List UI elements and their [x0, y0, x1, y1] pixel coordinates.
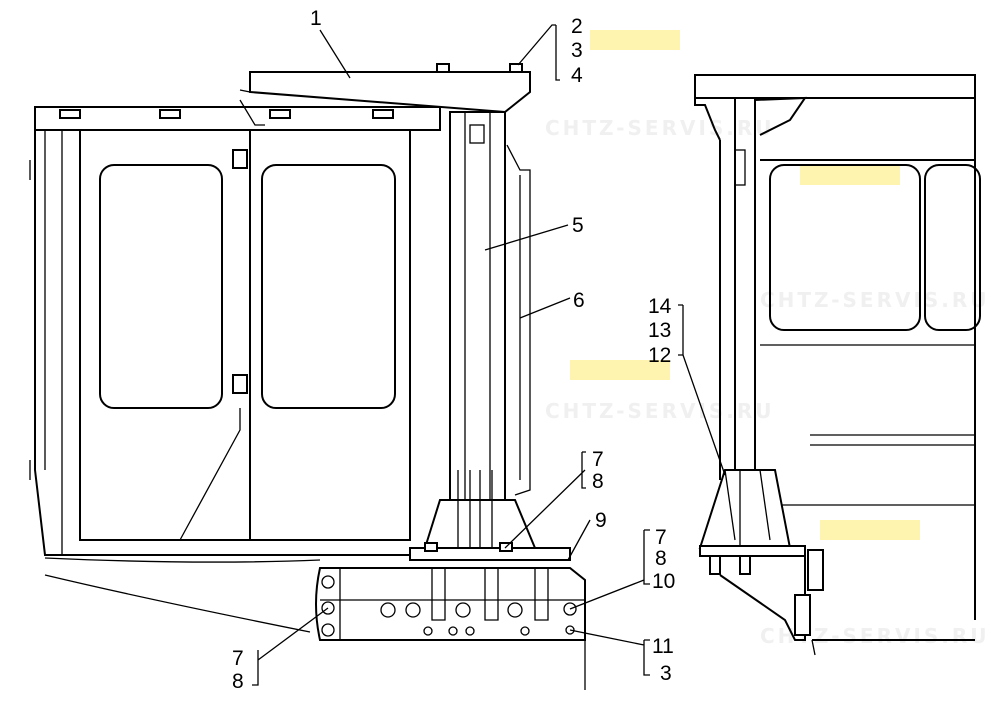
callout-14: 14 — [648, 295, 672, 318]
callout-11: 11 — [652, 635, 674, 658]
leader-lines — [252, 24, 726, 686]
callout-12: 12 — [648, 344, 671, 367]
callout-8: 8 — [655, 547, 667, 570]
callout-5: 5 — [572, 214, 584, 237]
callout-2: 2 — [571, 15, 583, 38]
callout-7: 7 — [232, 647, 244, 670]
callout-4: 4 — [571, 64, 583, 87]
callout-3: 3 — [660, 662, 672, 685]
callout-1: 1 — [310, 7, 322, 30]
watermark-logos: CHTZ-SERVIS.RU CHTZ-SERVIS.RU CHTZ-SERVI… — [545, 30, 990, 648]
callout-13: 13 — [648, 319, 671, 342]
cab-front-view — [694, 74, 981, 656]
callout-7: 7 — [655, 526, 667, 549]
callout-8: 8 — [232, 670, 244, 693]
callout-7: 7 — [592, 448, 604, 471]
cab-side-view — [29, 63, 586, 690]
callout-10: 10 — [652, 570, 675, 593]
callout-3: 3 — [571, 39, 583, 62]
watermark-text: CHTZ-SERVIS.RU — [545, 399, 775, 423]
callout-8: 8 — [592, 470, 604, 493]
callout-6: 6 — [573, 289, 585, 312]
watermark-text: CHTZ-SERVIS.RU — [760, 288, 990, 312]
callout-labels: 1 2 3 4 5 6 7 8 9 7 8 10 11 3 7 8 14 13 … — [232, 7, 675, 693]
watermark-text: CHTZ-SERVIS.RU — [545, 116, 775, 140]
callout-9: 9 — [595, 509, 607, 532]
